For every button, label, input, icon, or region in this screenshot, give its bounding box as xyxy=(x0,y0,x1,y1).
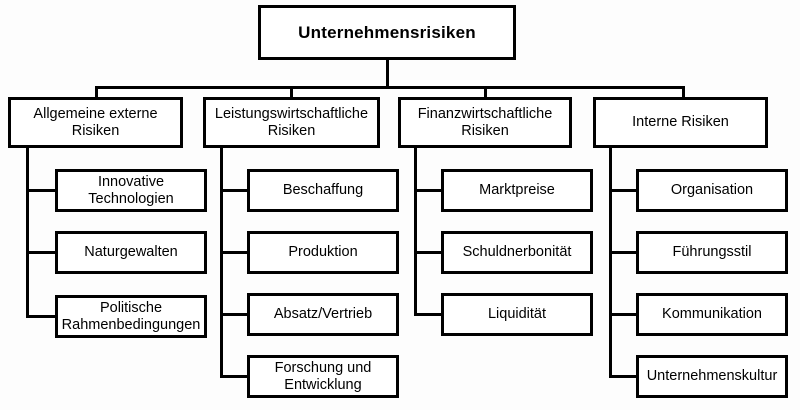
connector-stub-4-1 xyxy=(609,189,639,192)
branch-node-interne-risiken[interactable]: Interne Risiken xyxy=(593,97,768,148)
connector-stub-2-4 xyxy=(220,375,250,378)
connector-stub-3-3 xyxy=(414,313,444,316)
connector-stub-2-2 xyxy=(220,251,250,254)
leaf-node-liquiditaet[interactable]: Liquidität xyxy=(441,293,593,336)
branch-node-allgemeine-externe-risiken[interactable]: Allgemeine externe Risiken xyxy=(8,97,183,148)
branch-node-label: Finanzwirtschaftliche Risiken xyxy=(417,106,553,139)
leaf-node-label: Naturgewalten xyxy=(84,244,178,261)
root-node-unternehmensrisiken[interactable]: Unternehmensrisiken xyxy=(258,5,516,60)
leaf-node-label: Politische Rahmenbedingungen xyxy=(61,300,201,333)
leaf-node-label: Schuldnerbonität xyxy=(462,244,572,261)
leaf-node-fuehrungsstil[interactable]: Führungsstil xyxy=(636,231,788,274)
leaf-node-label: Innovative Technologien xyxy=(88,174,174,207)
leaf-node-politische-rahmenbedingungen[interactable]: Politische Rahmenbedingungen xyxy=(55,295,207,338)
connector-spine-branch-4 xyxy=(609,146,612,378)
branch-node-label: Leistungswirtschaftliche Risiken xyxy=(214,106,369,139)
branch-node-finanzwirtschaftliche-risiken[interactable]: Finanzwirtschaftliche Risiken xyxy=(398,97,572,148)
leaf-node-kommunikation[interactable]: Kommunikation xyxy=(636,293,788,336)
connector-stub-1-2 xyxy=(26,251,57,254)
leaf-node-schuldnerbonitaet[interactable]: Schuldnerbonität xyxy=(441,231,593,274)
connector-stub-4-2 xyxy=(609,251,639,254)
leaf-node-label: Beschaffung xyxy=(282,182,364,199)
leaf-node-beschaffung[interactable]: Beschaffung xyxy=(247,169,399,212)
leaf-node-label: Führungsstil xyxy=(672,244,752,261)
leaf-node-label: Organisation xyxy=(670,182,754,199)
connector-root-drop xyxy=(386,58,389,88)
leaf-node-marktpreise[interactable]: Marktpreise xyxy=(441,169,593,212)
connector-bus-drop-4 xyxy=(682,86,685,99)
connector-stub-2-1 xyxy=(220,189,250,192)
connector-stub-2-3 xyxy=(220,313,250,316)
leaf-node-forschung-und-entwicklung[interactable]: Forschung und Entwicklung xyxy=(247,355,399,398)
connector-bus-drop-1 xyxy=(95,86,98,99)
leaf-node-innovative-technologien[interactable]: Innovative Technologien xyxy=(55,169,207,212)
connector-spine-branch-2 xyxy=(220,146,223,378)
leaf-node-label: Unternehmenskultur xyxy=(646,368,778,385)
leaf-node-unternehmenskultur[interactable]: Unternehmenskultur xyxy=(636,355,788,398)
connector-level2-bus xyxy=(95,86,685,89)
leaf-node-absatz-vertrieb[interactable]: Absatz/Vertrieb xyxy=(247,293,399,336)
connector-stub-1-3 xyxy=(26,315,57,318)
branch-node-label: Allgemeine externe Risiken xyxy=(33,106,158,139)
connector-stub-4-4 xyxy=(609,375,639,378)
connector-stub-4-3 xyxy=(609,313,639,316)
leaf-node-label: Marktpreise xyxy=(479,182,555,199)
connector-bus-drop-2 xyxy=(290,86,293,99)
connector-stub-3-2 xyxy=(414,251,444,254)
leaf-node-label: Produktion xyxy=(288,244,358,261)
connector-bus-drop-3 xyxy=(484,86,487,99)
leaf-node-organisation[interactable]: Organisation xyxy=(636,169,788,212)
leaf-node-label: Forschung und Entwicklung xyxy=(274,360,372,393)
leaf-node-naturgewalten[interactable]: Naturgewalten xyxy=(55,231,207,274)
root-node-label: Unternehmensrisiken xyxy=(298,22,476,42)
leaf-node-label: Kommunikation xyxy=(662,306,762,323)
leaf-node-label: Liquidität xyxy=(487,306,547,323)
leaf-node-produktion[interactable]: Produktion xyxy=(247,231,399,274)
connector-stub-3-1 xyxy=(414,189,444,192)
branch-node-label: Interne Risiken xyxy=(632,114,729,131)
connector-stub-1-1 xyxy=(26,189,57,192)
connector-spine-branch-3 xyxy=(414,146,417,316)
leaf-node-label: Absatz/Vertrieb xyxy=(273,306,373,323)
branch-node-leistungswirtschaftliche-risiken[interactable]: Leistungswirtschaftliche Risiken xyxy=(203,97,380,148)
connector-spine-branch-1 xyxy=(26,146,29,318)
